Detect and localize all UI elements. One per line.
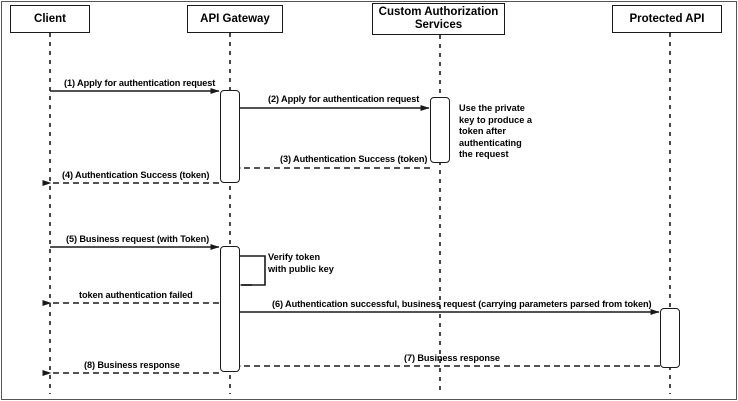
activation-protected-api bbox=[660, 308, 680, 368]
participant-label-custom-authorization-services: Custom Authorization Services bbox=[378, 6, 499, 31]
self-message-label-line-2: with public key bbox=[268, 263, 334, 274]
participant-client[interactable]: Client bbox=[10, 5, 90, 33]
participant-api-gateway[interactable]: API Gateway bbox=[187, 5, 283, 33]
participant-protected-api[interactable]: Protected API bbox=[612, 5, 722, 33]
message-label-token-authentication-failed: token authentication failed bbox=[79, 290, 193, 300]
message-label-8: (8) Business response bbox=[84, 360, 180, 370]
message-label-3: (3) Authentication Success (token) bbox=[280, 154, 428, 164]
message-label-2: (2) Apply for authentication request bbox=[268, 94, 420, 104]
message-label-6: (6) Authentication successful, business … bbox=[272, 299, 652, 309]
self-message-verify-token bbox=[240, 255, 266, 286]
note-private-key: Use the private key to produce a token a… bbox=[459, 103, 533, 159]
activation-api-gateway-auth bbox=[220, 90, 240, 183]
message-label-7: (7) Business response bbox=[404, 353, 500, 363]
message-label-4: (4) Authentication Success (token) bbox=[62, 170, 210, 180]
participant-label-protected-api: Protected API bbox=[629, 12, 705, 25]
participant-custom-authorization-services[interactable]: Custom Authorization Services bbox=[372, 3, 505, 35]
participant-label-api-gateway: API Gateway bbox=[200, 12, 270, 25]
message-label-5: (5) Business request (with Token) bbox=[66, 234, 210, 244]
participant-label-client: Client bbox=[34, 12, 66, 25]
activation-custom-authorization-services bbox=[430, 97, 450, 163]
self-message-label-line-1: Verify token bbox=[268, 252, 321, 262]
self-message-label-verify-token: Verify token with public key bbox=[268, 252, 334, 275]
message-label-1: (1) Apply for authentication request bbox=[64, 78, 216, 88]
activation-api-gateway-business bbox=[220, 246, 240, 372]
